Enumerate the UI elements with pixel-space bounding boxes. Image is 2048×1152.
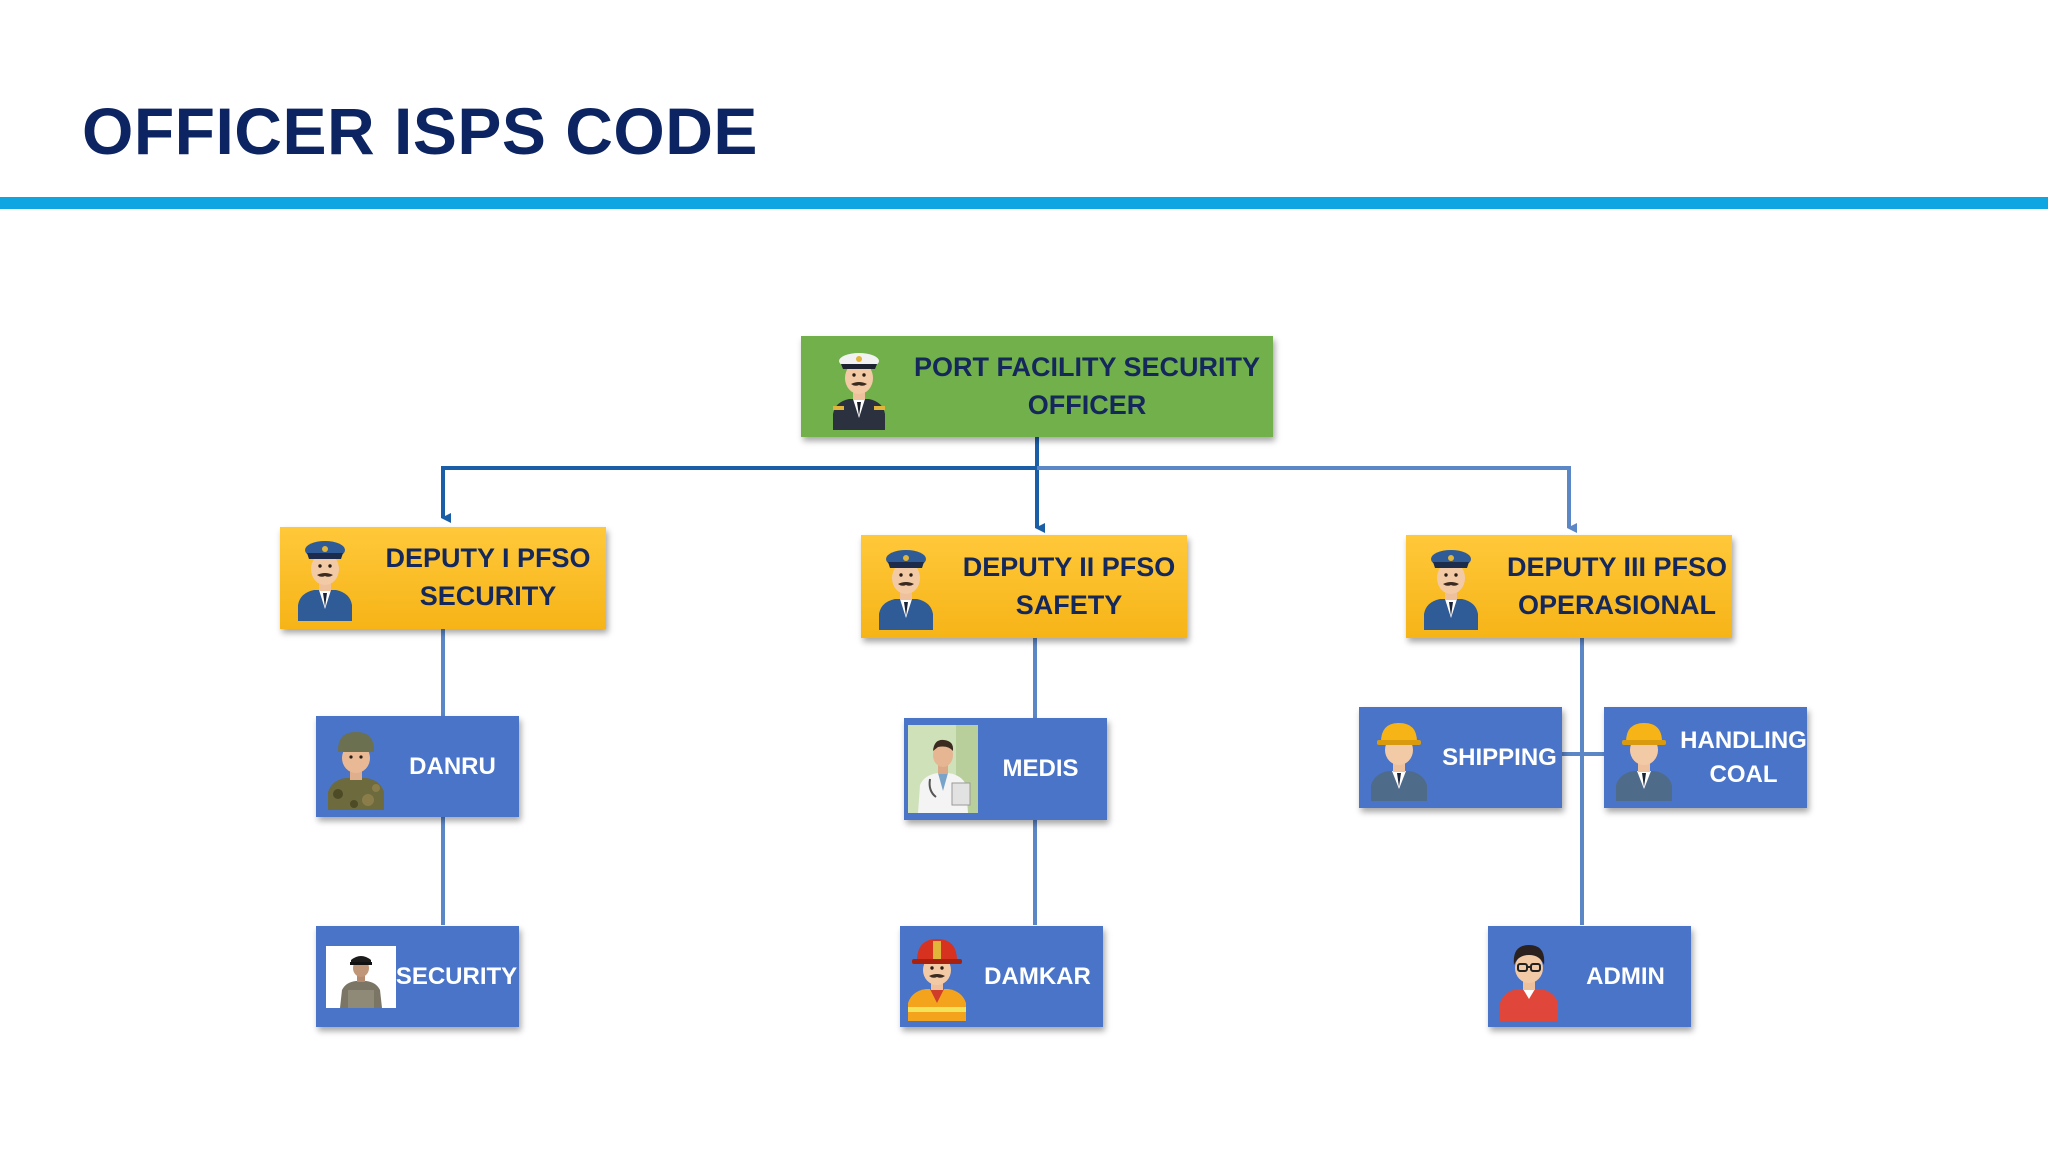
deputy-node-3: DEPUTY III PFSO OPERASIONAL: [1406, 535, 1732, 638]
deputy-2-label: DEPUTY II PFSO SAFETY: [951, 535, 1187, 638]
unit-node-damkar: DAMKAR: [900, 926, 1103, 1027]
unit-node-security: SECURITY: [316, 926, 519, 1027]
captain-officer-icon: [833, 352, 885, 430]
deputy-2-label-line-1: DEPUTY II PFSO: [962, 551, 1176, 582]
unit-node-medis: MEDIS: [904, 718, 1107, 820]
police-officer-icon: [1424, 549, 1478, 630]
security-guard-photo: [326, 945, 396, 1008]
unit-node-danru: DANRU: [316, 716, 519, 817]
deputy-3-label-line-1: DEPUTY III PFSO: [1506, 551, 1728, 582]
slide-title: OFFICER ISPS CODE: [82, 94, 758, 168]
root-node-pfso: PORT FACILITY SECURITY OFFICER: [801, 336, 1273, 437]
root-label-line-1: PORT FACILITY SECURITY: [913, 351, 1261, 382]
construction-worker-icon: [1371, 722, 1427, 801]
deputy-2-label-line-2: SAFETY: [1015, 589, 1123, 620]
deputy-1-label: DEPUTY I PFSO SECURITY: [370, 527, 606, 629]
deputy-3-label-line-2: OPERASIONAL: [1517, 589, 1717, 620]
title-divider: [0, 197, 2048, 209]
deputy-1-label-line-1: DEPUTY I PFSO: [385, 543, 591, 574]
handling-coal-label-line-1: HANDLING: [1680, 726, 1807, 754]
connector-root-to-deputy-1: [441, 437, 1039, 523]
unit-node-shipping: SHIPPING: [1359, 707, 1562, 808]
handling-coal-label-line-2: COAL: [1709, 760, 1778, 788]
root-label-line-2: OFFICER: [1027, 389, 1147, 420]
unit-handling-coal-label: HANDLING COAL: [1680, 707, 1807, 808]
unit-node-handling-coal: HANDLING COAL: [1604, 707, 1807, 808]
unit-damkar-label: DAMKAR: [984, 962, 1091, 990]
unit-admin-label: ADMIN: [1586, 962, 1665, 990]
doctor-photo: [908, 725, 978, 813]
unit-node-admin: ADMIN: [1488, 926, 1691, 1027]
root-node-label: PORT FACILITY SECURITY OFFICER: [901, 336, 1273, 437]
office-worker-icon: [1500, 944, 1558, 1021]
police-officer-icon: [879, 549, 933, 630]
firefighter-icon: [908, 938, 966, 1021]
connector-root-to-deputy-3: [1037, 466, 1577, 533]
deputy-node-2: DEPUTY II PFSO SAFETY: [861, 535, 1187, 638]
police-officer-icon: [298, 541, 352, 621]
unit-shipping-label: SHIPPING: [1442, 743, 1557, 771]
deputy-node-1: DEPUTY I PFSO SECURITY: [280, 527, 606, 629]
soldier-icon: [328, 731, 384, 810]
unit-medis-label: MEDIS: [1002, 755, 1079, 783]
deputy-1-label-line-2: SECURITY: [419, 581, 557, 611]
unit-security-label: SECURITY: [395, 962, 518, 990]
construction-worker-icon: [1616, 722, 1672, 801]
unit-danru-label: DANRU: [409, 752, 496, 780]
deputy-3-label: DEPUTY III PFSO OPERASIONAL: [1502, 535, 1732, 638]
